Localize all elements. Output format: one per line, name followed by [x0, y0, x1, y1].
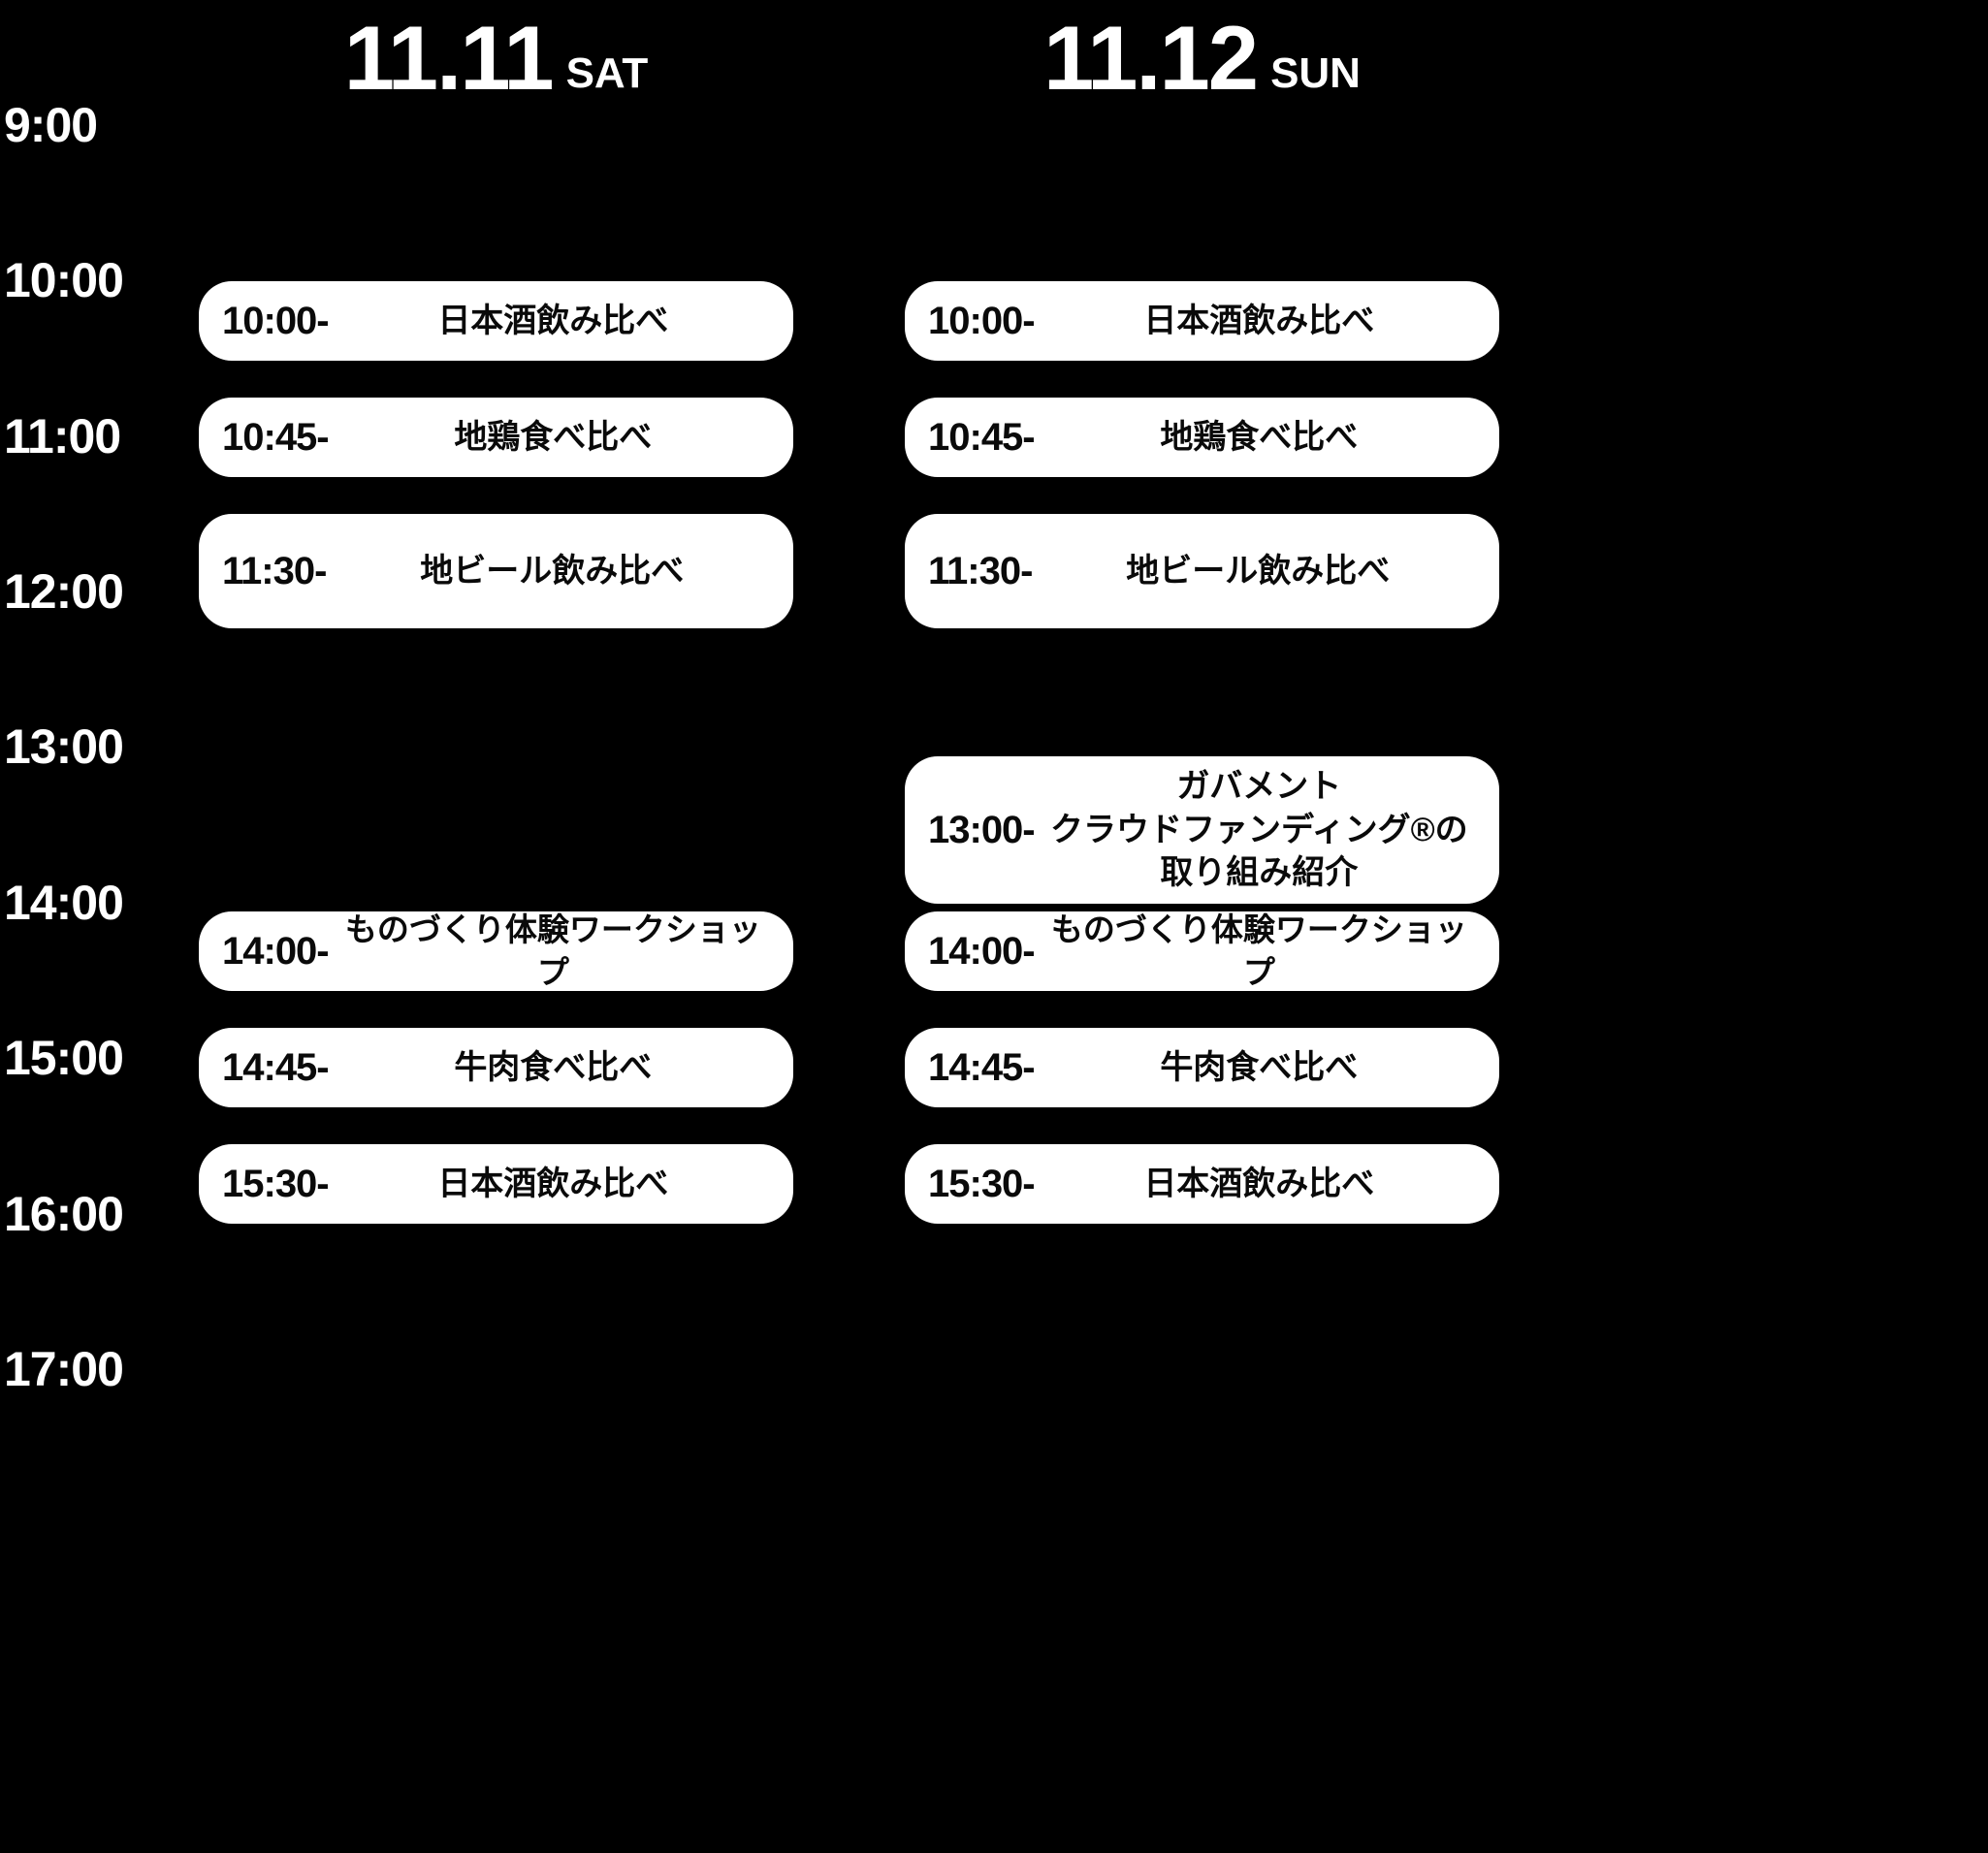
- time-axis-label: 11:00: [4, 409, 121, 463]
- time-axis-label: 16:00: [4, 1187, 124, 1241]
- time-axis-label: 15:00: [4, 1031, 124, 1085]
- event-card[interactable]: 11:30- 地ビール飲み比べ: [905, 514, 1499, 628]
- day-header-weekday: SUN: [1270, 49, 1361, 97]
- day-header-weekday: SAT: [565, 49, 649, 97]
- event-card[interactable]: 14:00- ものづくり体験ワークショップ: [905, 911, 1499, 991]
- event-time: 14:45-: [928, 1046, 1036, 1089]
- time-axis-label: 13:00: [4, 719, 124, 774]
- time-axis-label: 12:00: [4, 564, 124, 619]
- event-title: ものづくり体験ワークショップ: [344, 911, 761, 990]
- day-header-saturday: 11.11 SAT: [199, 0, 793, 116]
- event-card[interactable]: 13:00- ガバメント クラウドファンディング®の 取り組み紹介: [905, 756, 1499, 904]
- event-title: 牛肉食べ比べ: [454, 1048, 653, 1086]
- day-header-date: 11.11: [343, 7, 555, 109]
- event-time: 15:30-: [928, 1163, 1036, 1205]
- event-title: 地鶏食べ比べ: [454, 418, 653, 456]
- event-card[interactable]: 14:45- 牛肉食べ比べ: [905, 1028, 1499, 1107]
- event-title: 日本酒飲み比べ: [1143, 302, 1375, 339]
- event-card[interactable]: 10:00- 日本酒飲み比べ: [905, 281, 1499, 361]
- event-card[interactable]: 14:00- ものづくり体験ワークショップ: [199, 911, 793, 991]
- event-title: 日本酒飲み比べ: [437, 302, 669, 339]
- event-title: 地鶏食べ比べ: [1160, 418, 1359, 456]
- event-time: 10:00-: [928, 300, 1036, 342]
- event-time: 15:30-: [222, 1163, 330, 1205]
- event-time: 10:00-: [222, 300, 330, 342]
- event-card[interactable]: 10:45- 地鶏食べ比べ: [199, 398, 793, 477]
- event-time: 14:45-: [222, 1046, 330, 1089]
- event-title: ガバメント クラウドファンディング®の 取り組み紹介: [1049, 767, 1468, 892]
- event-time: 11:30-: [222, 550, 327, 592]
- event-card[interactable]: 15:30- 日本酒飲み比べ: [199, 1144, 793, 1224]
- event-title: ものづくり体験ワークショップ: [1050, 911, 1467, 990]
- day-header-sunday: 11.12 SUN: [905, 0, 1499, 116]
- event-title: 日本酒飲み比べ: [1143, 1165, 1375, 1202]
- time-axis-label: 17:00: [4, 1342, 124, 1396]
- event-card[interactable]: 15:30- 日本酒飲み比べ: [905, 1144, 1499, 1224]
- event-time: 10:45-: [928, 416, 1036, 459]
- day-header-date: 11.12: [1043, 7, 1259, 109]
- time-axis-label: 10:00: [4, 253, 124, 307]
- event-time: 13:00-: [928, 809, 1036, 851]
- event-time: 10:45-: [222, 416, 330, 459]
- time-axis-label: 9:00: [4, 98, 98, 152]
- time-axis-label: 14:00: [4, 876, 124, 930]
- event-time: 14:00-: [222, 930, 330, 973]
- event-card[interactable]: 11:30- 地ビール飲み比べ: [199, 514, 793, 628]
- event-card[interactable]: 10:00- 日本酒飲み比べ: [199, 281, 793, 361]
- event-time: 11:30-: [928, 550, 1033, 592]
- event-title: 地ビール飲み比べ: [1126, 552, 1391, 590]
- event-title: 牛肉食べ比べ: [1160, 1048, 1359, 1086]
- event-title: 日本酒飲み比べ: [437, 1165, 669, 1202]
- event-card[interactable]: 14:45- 牛肉食べ比べ: [199, 1028, 793, 1107]
- event-title: 地ビール飲み比べ: [420, 552, 685, 590]
- time-axis: 9:00 10:00 11:00 12:00 13:00 14:00 15:00 16:00 1…: [0, 0, 175, 1853]
- event-card[interactable]: 10:45- 地鶏食べ比べ: [905, 398, 1499, 477]
- event-time: 14:00-: [928, 930, 1036, 973]
